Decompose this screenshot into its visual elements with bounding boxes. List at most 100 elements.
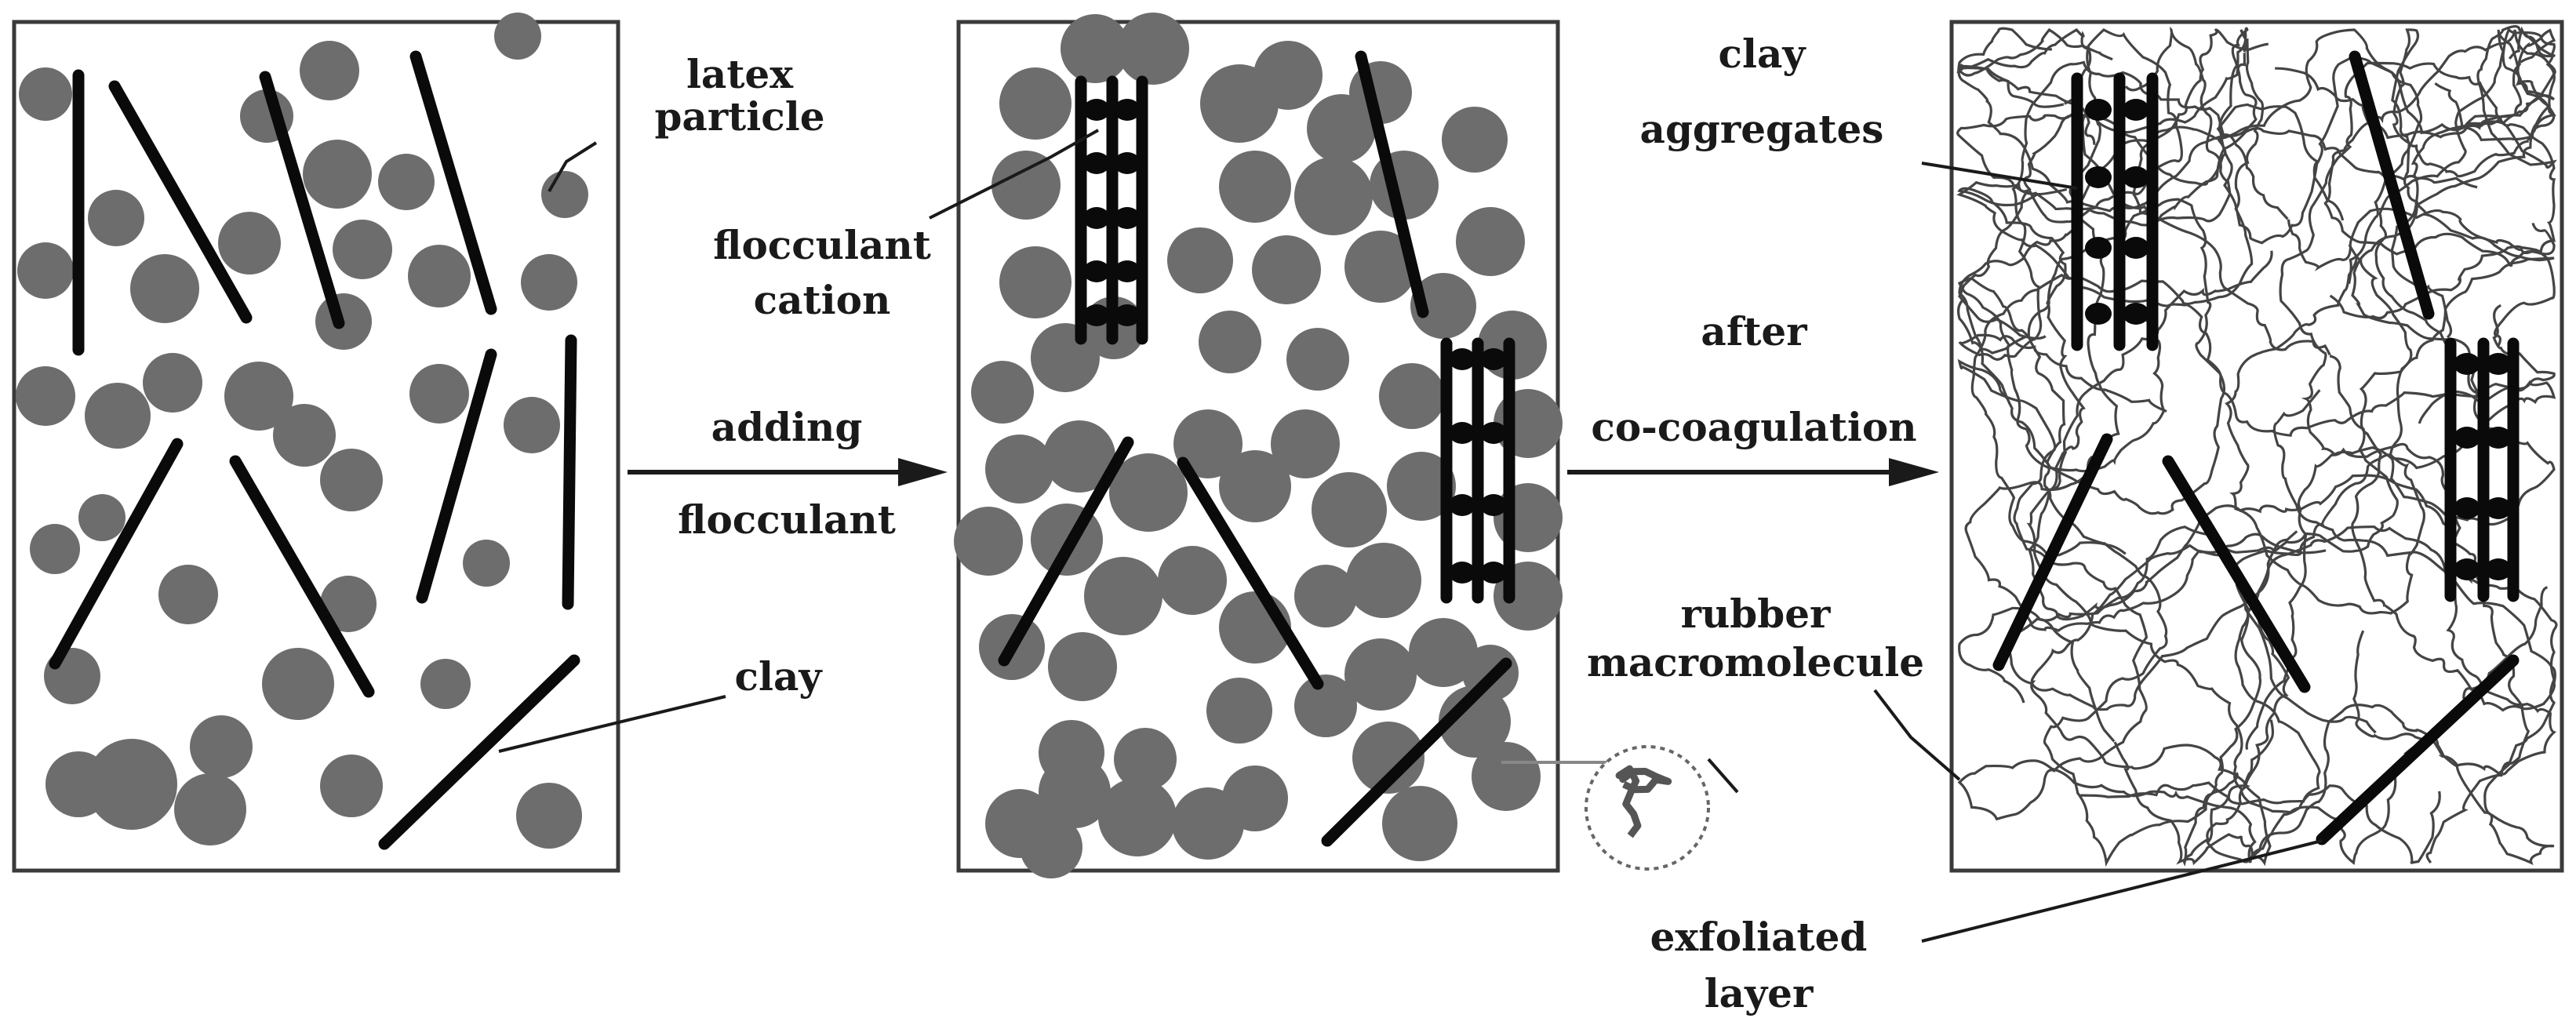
label-co-coagulation: co-coagulation [1591, 404, 1916, 450]
leader-clay-aggregates [1921, 162, 2078, 190]
latex-particle [1271, 409, 1340, 478]
latex-particle [218, 212, 281, 275]
clay-platelet [1321, 657, 1512, 847]
labels: latex particle clay adding flocculant fl… [654, 31, 1924, 1016]
flocculant-cation-dot [2454, 497, 2480, 519]
latex-particle [1382, 786, 1457, 861]
leader-lines [498, 129, 2323, 943]
latex-particle [504, 397, 560, 453]
rubber-chain [2006, 101, 2399, 711]
flocculant-cation-dot [2485, 427, 2512, 449]
clay-platelet [108, 80, 253, 324]
latex-particle [1352, 722, 1424, 794]
rubber-chain [2182, 525, 2557, 867]
latex-particle [45, 751, 111, 817]
latex-particle [1219, 450, 1291, 522]
flocculant-cation-dot [1114, 207, 1141, 229]
clay-platelet [562, 334, 577, 610]
latex-particle [1286, 328, 1349, 391]
arrow-after-co-coagulation [1567, 458, 1939, 486]
latex-particle [1043, 420, 1115, 493]
label-layer: layer [1705, 970, 1814, 1016]
flocculant-cation-dot [1083, 207, 1110, 229]
leader-macromolecule-inset [1707, 758, 1739, 794]
latex-particle [985, 435, 1054, 504]
latex-particle [1410, 273, 1476, 339]
latex-particle [1109, 453, 1188, 532]
clay-platelet [229, 455, 375, 698]
panel-latex-clay-dispersion [12, 13, 620, 873]
flocculant-cation-dot [1114, 99, 1141, 121]
flocculant-cation-dot [2454, 558, 2480, 580]
label-adding: adding [711, 404, 863, 450]
label-particle: particle [654, 93, 824, 140]
latex-particle [1252, 235, 1321, 304]
arrow-adding-flocculant [628, 458, 948, 486]
latex-particle [16, 366, 75, 426]
latex-particle [521, 254, 577, 311]
latex-particle [158, 565, 218, 624]
arrow-2-head [1889, 458, 1939, 486]
latex-particle [1456, 207, 1525, 276]
label-flocculant: flocculant [678, 496, 896, 543]
arrow-1-head [898, 458, 948, 486]
latex-particle [954, 507, 1023, 576]
rubber-chain [1956, 27, 2327, 632]
latex-particle [30, 524, 80, 574]
latex-particle [320, 449, 383, 511]
latex-particle [1253, 41, 1323, 110]
latex-particle [78, 494, 126, 541]
latex-particle [273, 404, 336, 467]
latex-particle [494, 13, 541, 60]
rubber-chain [1958, 60, 2556, 413]
label-clay-aggregates-2: aggregates [1640, 106, 1884, 152]
flocculant-cation-dot [1480, 348, 1507, 370]
flocculant-cation-dot [1449, 348, 1475, 370]
label-rubber: rubber [1681, 591, 1831, 637]
latex-particle [1387, 452, 1456, 521]
rubber-chain [2275, 29, 2556, 526]
clay-platelet [1355, 50, 1429, 318]
latex-particle [1346, 543, 1421, 618]
inset-circle [1585, 745, 1710, 871]
rubber-macromolecule-inset [1501, 745, 1710, 871]
latex-particle [409, 364, 469, 424]
clay-platelet [416, 348, 497, 604]
latex-particle [463, 540, 510, 587]
panel-1-clay-platelets [49, 50, 580, 850]
panel-3-clay-platelets [1992, 50, 2520, 845]
latex-particle [1061, 14, 1130, 83]
latex-particle [1294, 674, 1357, 737]
flocculant-cation-dot [1083, 260, 1110, 282]
label-exfoliated: exfoliated [1650, 914, 1868, 960]
clay-platelet [2162, 455, 2311, 693]
flocculant-cation-dot [2485, 497, 2512, 519]
clay-platelet [259, 71, 345, 329]
latex-particle [333, 220, 392, 279]
latex-particle [991, 151, 1061, 220]
latex-particle [303, 140, 372, 209]
clay-platelet [1992, 433, 2113, 671]
inset-chain [1615, 765, 1672, 838]
latex-particle [1370, 151, 1439, 220]
flocculant-cation-dot [2485, 558, 2512, 580]
latex-particle [1084, 557, 1162, 635]
latex-particle [971, 361, 1034, 424]
flocculant-cation-dot [1480, 562, 1507, 584]
label-clay-aggregates-1: clay [1719, 31, 1807, 77]
flocculant-cation-dot [1083, 152, 1110, 174]
inset-rubber-chain [1615, 765, 1672, 838]
latex-particle [999, 67, 1072, 140]
flocculant-cation-dot [2085, 166, 2112, 188]
latex-particle [1167, 227, 1233, 293]
leader-flocculant-cation [929, 129, 1099, 220]
flocculant-cation-dot [1449, 422, 1475, 444]
latex-particle [1472, 742, 1541, 811]
latex-particle [1158, 546, 1227, 615]
flocculant-cation-dot [1083, 304, 1110, 326]
flocculant-cation-dot [1114, 152, 1141, 174]
latex-particle [262, 648, 334, 720]
latex-particle [85, 383, 151, 449]
flocculant-cation-dot [2123, 166, 2149, 188]
